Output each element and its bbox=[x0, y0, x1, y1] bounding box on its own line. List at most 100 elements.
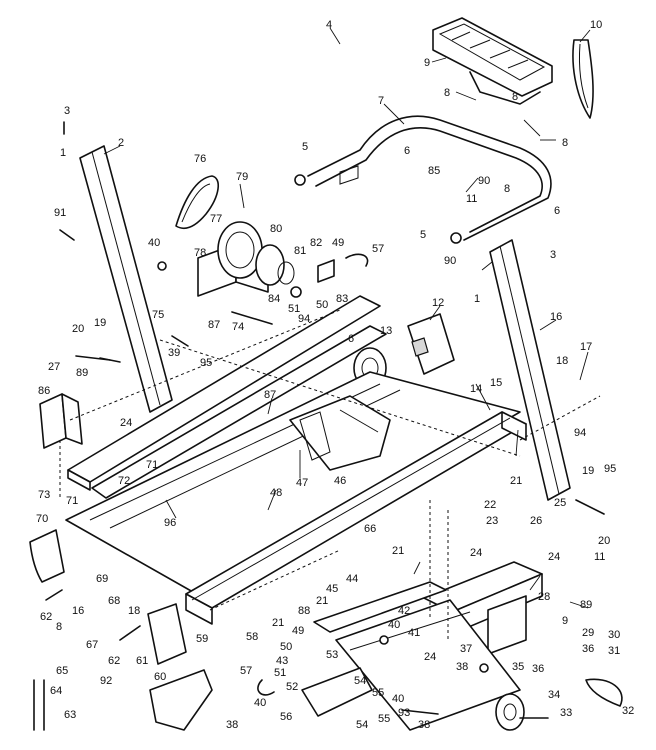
callout-80: 80 bbox=[270, 223, 282, 235]
callout-20: 20 bbox=[598, 535, 610, 547]
callout-82: 82 bbox=[310, 237, 322, 249]
callout-9: 9 bbox=[424, 57, 430, 69]
callout-40: 40 bbox=[254, 697, 266, 709]
handrail-part-7 bbox=[307, 115, 552, 241]
callout-29: 29 bbox=[582, 627, 594, 639]
callout-6: 6 bbox=[554, 205, 560, 217]
callout-28: 28 bbox=[538, 591, 550, 603]
callout-73: 73 bbox=[38, 489, 50, 501]
callout-52: 52 bbox=[286, 681, 298, 693]
callout-57: 57 bbox=[372, 243, 384, 255]
motor-bracket-part-46 bbox=[289, 395, 391, 471]
right-frame-rail-part-14 bbox=[185, 411, 527, 625]
callout-7: 7 bbox=[378, 95, 384, 107]
callout-70: 70 bbox=[36, 513, 48, 525]
callout-19: 19 bbox=[94, 317, 106, 329]
callout-40: 40 bbox=[148, 237, 160, 249]
base-frame-part-41 bbox=[313, 581, 521, 731]
callout-64: 64 bbox=[50, 685, 62, 697]
callout-49: 49 bbox=[332, 237, 344, 249]
callout-13: 13 bbox=[380, 325, 392, 337]
callout-22: 22 bbox=[484, 499, 496, 511]
callout-93: 93 bbox=[398, 707, 410, 719]
callout-50: 50 bbox=[316, 299, 328, 311]
callout-90: 90 bbox=[444, 255, 456, 267]
callout-12: 12 bbox=[432, 297, 444, 309]
callout-23: 23 bbox=[486, 515, 498, 527]
console-part-9 bbox=[432, 17, 553, 105]
callout-8: 8 bbox=[512, 91, 518, 103]
callout-34: 34 bbox=[548, 689, 560, 701]
callout-36: 36 bbox=[532, 663, 544, 675]
callout-38: 38 bbox=[226, 719, 238, 731]
callout-3: 3 bbox=[550, 249, 556, 261]
callout-40: 40 bbox=[388, 619, 400, 631]
callout-94: 94 bbox=[298, 313, 310, 325]
callout-40: 40 bbox=[392, 693, 404, 705]
callout-19: 19 bbox=[582, 465, 594, 477]
callout-38: 38 bbox=[418, 719, 430, 731]
callout-69: 69 bbox=[96, 573, 108, 585]
callout-76: 76 bbox=[194, 153, 206, 165]
callout-43: 43 bbox=[276, 655, 288, 667]
callout-36: 36 bbox=[582, 643, 594, 655]
callout-60: 60 bbox=[154, 671, 166, 683]
end-cap-part-70 bbox=[29, 529, 65, 583]
callout-14: 14 bbox=[470, 383, 482, 395]
callout-74: 74 bbox=[232, 321, 244, 333]
callout-1: 1 bbox=[474, 293, 480, 305]
callout-26: 26 bbox=[530, 515, 542, 527]
bracket-part-60 bbox=[149, 669, 213, 731]
callout-53: 53 bbox=[326, 649, 338, 661]
callout-49: 49 bbox=[292, 625, 304, 637]
callout-24: 24 bbox=[120, 417, 132, 429]
callout-38: 38 bbox=[456, 661, 468, 673]
callout-10: 10 bbox=[590, 19, 602, 31]
callout-50: 50 bbox=[280, 641, 292, 653]
callout-48: 48 bbox=[270, 487, 282, 499]
callout-68: 68 bbox=[108, 595, 120, 607]
callout-24: 24 bbox=[424, 651, 436, 663]
callout-6: 6 bbox=[348, 333, 354, 345]
callout-79: 79 bbox=[236, 171, 248, 183]
callout-25: 25 bbox=[554, 497, 566, 509]
callout-63: 63 bbox=[64, 709, 76, 721]
callout-27: 27 bbox=[48, 361, 60, 373]
left-upright-part-2 bbox=[79, 145, 173, 413]
callout-21: 21 bbox=[316, 595, 328, 607]
callout-66: 66 bbox=[364, 523, 376, 535]
callout-75: 75 bbox=[152, 309, 164, 321]
callout-39: 39 bbox=[168, 347, 180, 359]
callout-24: 24 bbox=[470, 547, 482, 559]
drawing bbox=[29, 17, 623, 731]
wheel-part-34 bbox=[495, 693, 525, 731]
callout-4: 4 bbox=[326, 19, 332, 31]
callout-8: 8 bbox=[56, 621, 62, 633]
callout-54: 54 bbox=[356, 719, 368, 731]
callout-8: 8 bbox=[504, 183, 510, 195]
callout-18: 18 bbox=[556, 355, 568, 367]
callout-16: 16 bbox=[72, 605, 84, 617]
callout-16: 16 bbox=[550, 311, 562, 323]
drive-belt-part-76 bbox=[175, 175, 219, 230]
belt-part-32 bbox=[585, 678, 623, 707]
callout-41: 41 bbox=[408, 627, 420, 639]
callout-96: 96 bbox=[164, 517, 176, 529]
callout-33: 33 bbox=[560, 707, 572, 719]
callout-89: 89 bbox=[580, 599, 592, 611]
callout-78: 78 bbox=[194, 247, 206, 259]
callout-62: 62 bbox=[40, 611, 52, 623]
callout-61: 61 bbox=[136, 655, 148, 667]
callout-5: 5 bbox=[302, 141, 308, 153]
callout-71: 71 bbox=[146, 459, 158, 471]
callout-89: 89 bbox=[76, 367, 88, 379]
callout-88: 88 bbox=[298, 605, 310, 617]
callout-57: 57 bbox=[240, 665, 252, 677]
callout-11: 11 bbox=[466, 193, 477, 205]
callout-6: 6 bbox=[404, 145, 410, 157]
callout-20: 20 bbox=[72, 323, 84, 335]
callout-87: 87 bbox=[264, 389, 276, 401]
callout-83: 83 bbox=[336, 293, 348, 305]
callout-62: 62 bbox=[108, 655, 120, 667]
